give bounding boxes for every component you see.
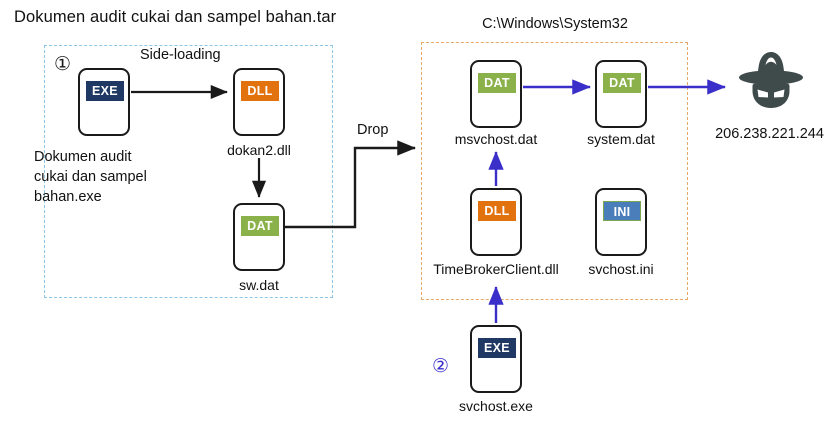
drop-label: Drop xyxy=(357,122,389,138)
file-box xyxy=(233,203,285,271)
caption-system-dat: system.dat xyxy=(587,131,655,147)
caption-svchost-exe: svchost.exe xyxy=(459,398,533,414)
node-sw-dat[interactable]: DAT xyxy=(233,203,285,271)
side-loading-label: Side-loading xyxy=(140,47,221,63)
ini-badge: INI xyxy=(603,201,641,221)
dll-badge: DLL xyxy=(241,81,279,101)
system32-group-box xyxy=(421,42,688,300)
caption-dropper-exe: Dokumen audit cukai dan sampel bahan.exe xyxy=(34,149,147,205)
exe-badge: EXE xyxy=(86,81,124,101)
caption-dokan2-dll: dokan2.dll xyxy=(227,142,291,158)
file-box xyxy=(470,188,522,256)
file-box xyxy=(595,188,647,256)
archive-title: Dokumen audit cukai dan sampel bahan.tar xyxy=(14,8,337,26)
step-marker-2: ② xyxy=(432,355,450,377)
caption-sw-dat: sw.dat xyxy=(239,277,279,293)
dat-badge: DAT xyxy=(478,73,516,93)
node-svchost-ini[interactable]: INI xyxy=(595,188,647,256)
caption-timebrokerclient-dll: TimeBrokerClient.dll xyxy=(433,261,559,277)
node-msvchost-dat[interactable]: DAT xyxy=(470,60,522,128)
node-svchost-exe[interactable]: EXE xyxy=(470,325,522,393)
node-dokan2-dll[interactable]: DLL xyxy=(233,68,285,136)
c2-hacker-icon xyxy=(735,48,807,114)
system32-title: C:\Windows\System32 xyxy=(482,16,628,32)
node-dropper-exe[interactable]: EXE xyxy=(78,68,130,136)
file-box xyxy=(595,60,647,128)
dat-badge: DAT xyxy=(241,216,279,236)
step-marker-1: ① xyxy=(54,53,72,75)
file-box xyxy=(470,60,522,128)
file-box xyxy=(78,68,130,136)
c2-ip-address: 206.238.221.244 xyxy=(715,126,824,142)
dat-badge: DAT xyxy=(603,73,641,93)
caption-svchost-ini: svchost.ini xyxy=(588,261,654,277)
node-timebrokerclient-dll[interactable]: DLL xyxy=(470,188,522,256)
dll-badge: DLL xyxy=(478,201,516,221)
file-box xyxy=(470,325,522,393)
file-box xyxy=(233,68,285,136)
caption-msvchost-dat: msvchost.dat xyxy=(454,131,538,147)
node-system-dat[interactable]: DAT xyxy=(595,60,647,128)
exe-badge: EXE xyxy=(478,338,516,358)
